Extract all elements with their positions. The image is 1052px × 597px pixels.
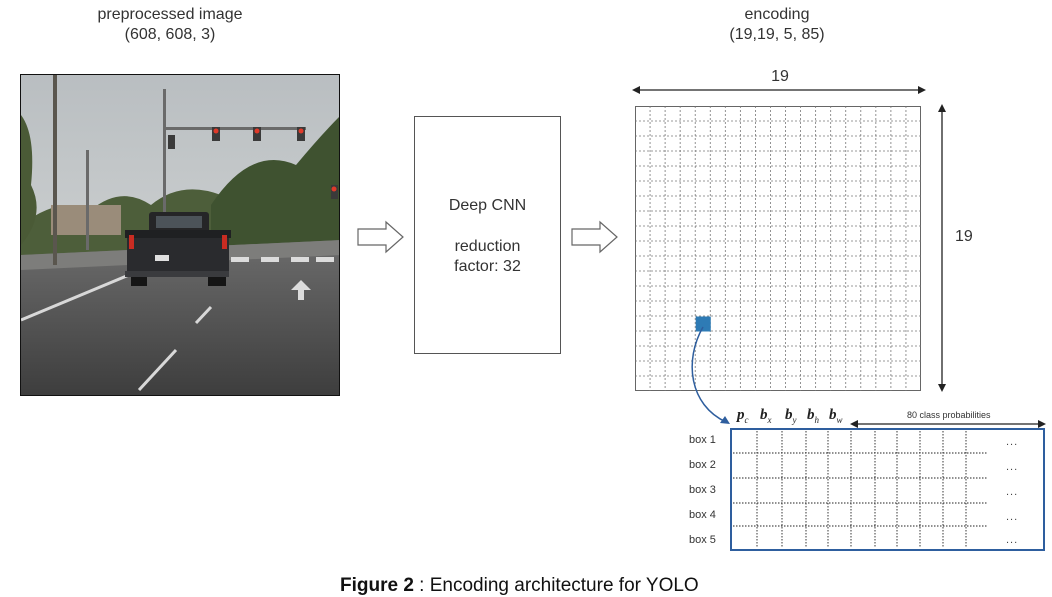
arrow-right-icon: [571, 220, 618, 254]
symbol-bw: bw: [829, 407, 843, 425]
box-row-label: box 4: [689, 509, 716, 521]
encoding-caption: encoding (19,19, 5, 85): [677, 5, 877, 45]
highlighted-grid-cell: [695, 316, 711, 332]
cnn-title: Deep CNN: [448, 197, 527, 214]
row-ellipsis: ...: [1006, 461, 1019, 473]
row-ellipsis: ...: [1006, 486, 1019, 498]
figure-label: Figure 2: [340, 575, 414, 596]
figure-caption-text: : Encoding architecture for YOLO: [413, 575, 699, 596]
symbol-bx: bx: [760, 407, 772, 425]
encoding-caption-title: encoding: [744, 6, 810, 23]
class-double-arrow-icon: [850, 420, 1046, 428]
image-shape-label: (608, 608, 3): [124, 26, 216, 43]
connector-arrow-icon: [691, 326, 730, 424]
row-ellipsis: ...: [1006, 511, 1019, 523]
box-row-label: box 5: [689, 534, 716, 546]
class-probabilities-label: 80 class probabilities: [907, 410, 991, 420]
row-ellipsis: ...: [1006, 436, 1019, 448]
figure-caption: Figure 2 : Encoding architecture for YOL…: [340, 575, 699, 597]
symbol-bh: bh: [807, 407, 819, 425]
box-row-label: box 1: [689, 434, 716, 446]
anchor-box-table: [730, 428, 1045, 551]
image-caption: preprocessed image (608, 608, 3): [70, 5, 270, 45]
symbol-by: by: [785, 407, 797, 425]
reduction-label: reduction: [454, 238, 521, 255]
box-row-label: box 2: [689, 459, 716, 471]
encoding-grid: [635, 106, 921, 391]
row-ellipsis: ...: [1006, 534, 1019, 546]
box-row-label: box 3: [689, 484, 716, 496]
grid-width-label: 19: [771, 68, 789, 85]
arrow-right-icon: [357, 220, 404, 254]
deep-cnn-box: Deep CNN reduction factor: 32: [414, 116, 561, 354]
width-double-arrow-icon: [632, 86, 926, 94]
height-double-arrow-icon: [938, 104, 946, 392]
encoding-shape-label: (19,19, 5, 85): [729, 26, 825, 43]
preprocessed-road-image: [20, 74, 340, 396]
reduction-factor-label: factor: 32: [454, 258, 521, 275]
grid-height-label: 19: [955, 228, 973, 245]
symbol-pc: pc: [737, 407, 749, 425]
image-caption-title: preprocessed image: [97, 6, 243, 23]
